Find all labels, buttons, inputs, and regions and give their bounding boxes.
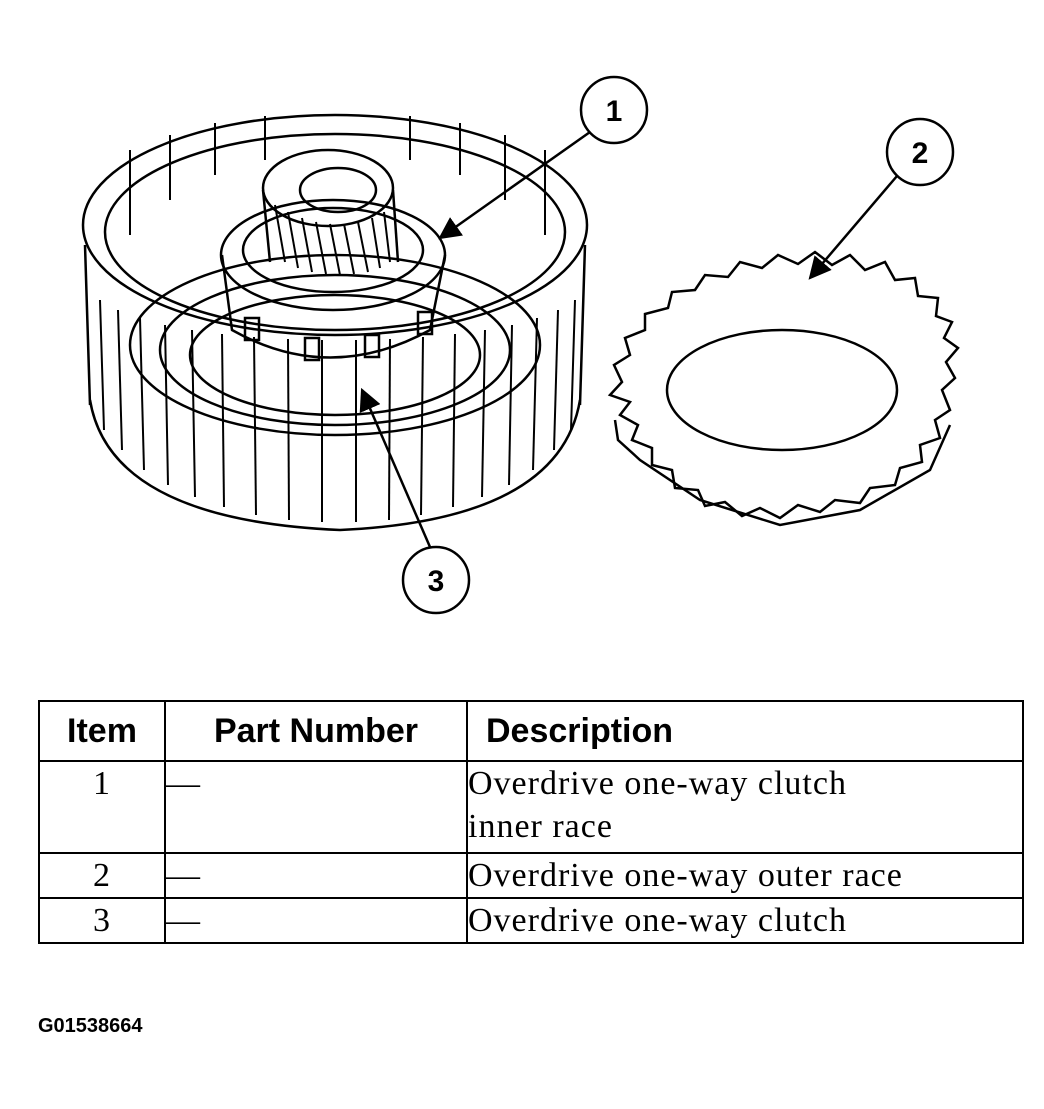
description-line: Overdrive one-way clutch [468, 765, 847, 802]
header-part-number: Part Number [164, 700, 468, 762]
cell-description: Overdrive one-way clutch [466, 897, 1024, 944]
header-description: Description [466, 700, 1024, 762]
callout-1-label: 1 [606, 95, 623, 128]
cell-description: Overdrive one-way outer race [466, 852, 1024, 899]
inner-race-hub [219, 148, 447, 362]
cell-item: 1 [38, 760, 166, 854]
clutch-assembly-illustration: 1 2 3 [81, 75, 960, 615]
cell-item: 2 [38, 852, 166, 899]
cell-description: Overdrive one-way clutch inner race [466, 760, 1024, 854]
inner-race-gear-teeth [274, 204, 391, 276]
description-line: inner race [468, 808, 613, 845]
figure-code: G01538664 [38, 1015, 143, 1037]
callout-1: 1 [438, 75, 649, 240]
parts-table: Item Part Number Description 1 — Overdri… [38, 700, 1024, 944]
callout-3-label: 3 [428, 565, 445, 598]
table-header-row: Item Part Number Description [38, 700, 1024, 762]
cell-part-number: — [164, 852, 468, 899]
clutch-drum [81, 113, 589, 532]
callout-2: 2 [808, 117, 955, 280]
table-row: 1 — Overdrive one-way clutch inner race [38, 760, 1024, 854]
description-line: Overdrive one-way outer race [468, 857, 903, 894]
callout-2-label: 2 [912, 137, 929, 170]
description-line: Overdrive one-way clutch [468, 902, 847, 939]
drum-splines [99, 116, 576, 522]
cell-item: 3 [38, 897, 166, 944]
table-row: 2 — Overdrive one-way outer race [38, 852, 1024, 899]
cell-part-number: — [164, 897, 468, 944]
outer-race-ring [607, 250, 960, 527]
cell-part-number: — [164, 760, 468, 854]
table-row: 3 — Overdrive one-way clutch [38, 897, 1024, 944]
header-item: Item [38, 700, 166, 762]
callout-3: 3 [359, 387, 471, 615]
